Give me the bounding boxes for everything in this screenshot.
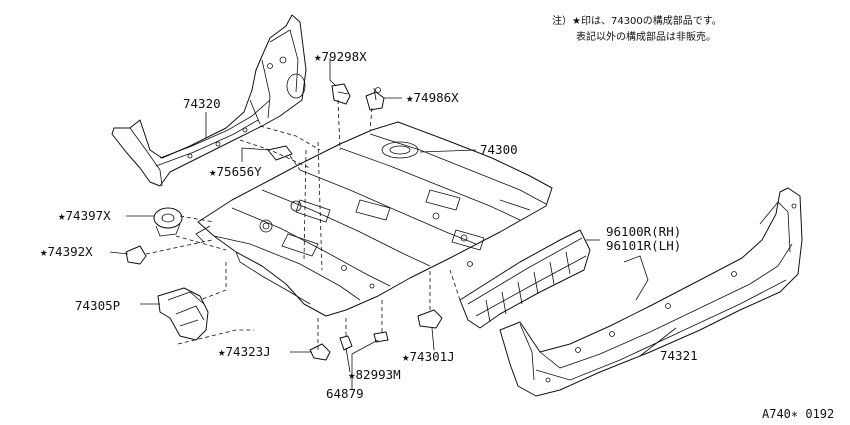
note-line-1: 注）★印は、74300の構成部品です。	[552, 14, 722, 27]
part-75656y-drawing	[267, 145, 293, 161]
part-74397x-drawing	[153, 207, 183, 237]
label-74986x: ★74986X	[406, 90, 459, 105]
label-74392x: ★74392X	[40, 244, 93, 259]
part-74392x-drawing	[125, 245, 147, 265]
part-74300-drawing	[195, 121, 553, 317]
label-74397x: ★74397X	[58, 208, 111, 223]
label-75656y: ★75656Y	[209, 164, 262, 179]
label-82993m: ★82993M	[348, 367, 401, 382]
label-74321: 74321	[660, 348, 698, 363]
part-82993m-drawing	[339, 335, 353, 351]
leader-lines	[109, 58, 677, 390]
part-74301j-drawing	[417, 309, 443, 329]
label-74305p: 74305P	[75, 298, 120, 313]
part-74323j-drawing	[309, 343, 331, 361]
label-96101r: 96101R(LH)	[606, 238, 681, 253]
label-74301j: ★74301J	[402, 349, 455, 364]
label-74300: 74300	[480, 142, 518, 157]
label-79298x: ★79298X	[314, 49, 367, 64]
label-64879: 64879	[326, 386, 364, 401]
part-79298x-drawing	[331, 83, 351, 105]
part-74320-drawing	[111, 14, 307, 187]
part-74321-drawing	[499, 187, 803, 397]
label-96100r: 96100R(RH)	[606, 224, 681, 239]
diagram-reference-code: A740∗ 0192	[762, 407, 834, 421]
part-64879-drawing	[373, 331, 389, 343]
assembly-lines	[145, 99, 461, 350]
part-74305p-drawing	[157, 287, 209, 341]
part-96100r-drawing	[459, 229, 591, 329]
label-74320: 74320	[183, 96, 221, 111]
label-74323j: ★74323J	[218, 344, 271, 359]
part-74986x-drawing	[365, 87, 385, 111]
note-line-2: 表記以外の構成部品は非販売。	[576, 30, 716, 43]
